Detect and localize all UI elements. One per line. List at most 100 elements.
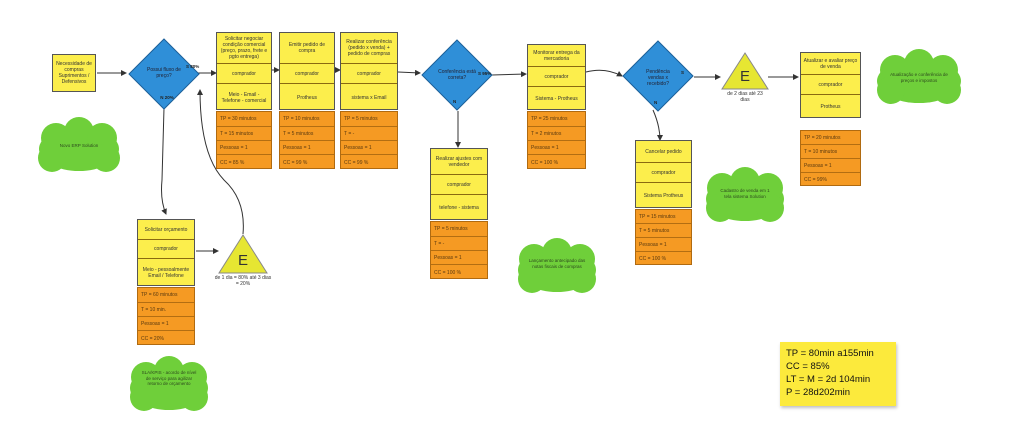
step-role: comprador: [280, 64, 334, 84]
step-method: Sistema Protheus: [643, 193, 684, 199]
metrics-cancel-order: TP = 15 minutos T = 5 minutos Pessoas = …: [635, 209, 692, 265]
decision1-yes-label: S 80%: [186, 64, 200, 69]
wait1-caption: de 1 dia = 80% até 3 dias = 20%: [214, 275, 272, 287]
metric-people: Pessoas = 1: [801, 159, 860, 173]
metric-tp: TP = 5 minutos: [431, 222, 487, 237]
step-role: comprador: [217, 64, 271, 84]
summary-lt: LT = M = 2d 104min: [786, 374, 871, 385]
inventory-letter: E: [739, 68, 750, 85]
metric-tp: TP = 60 minutos: [138, 288, 194, 303]
metric-tp: TP = 20 minutos: [801, 131, 860, 145]
decision-diamond-shape: [128, 38, 200, 110]
cloud-shape: [38, 117, 120, 172]
cloud-shape: [518, 238, 596, 293]
metric-people: Pessoas = 1: [636, 238, 691, 252]
inventory-wait-2: E: [721, 52, 769, 90]
metric-cc: CC = 85 %: [220, 159, 245, 166]
metrics-issue-order: TP = 10 minutos T = 5 minutos Pessoas = …: [279, 111, 335, 169]
metric-t: T = -: [341, 127, 397, 141]
cloud-text: SLA/KPIS - acordo de nível de serviço pa…: [141, 370, 197, 386]
decision-pending-sales: Pendência vendas x recebido?: [622, 40, 694, 112]
step-method: Meio - Email - Telefone - comercial: [221, 91, 267, 104]
metric-tp: TP = 30 minutos: [217, 112, 271, 127]
cloud-text: Atualização e conferência de preços e im…: [890, 72, 948, 83]
summary-p: P = 28d202min: [786, 387, 850, 398]
decision2-yes-label: S 95%: [478, 71, 492, 76]
metric-tp: TP = 10 minutos: [280, 112, 334, 127]
inventory-wait-1: E: [218, 234, 268, 274]
metrics-negotiate: TP = 30 minutos T = 15 minutos Pessoas =…: [216, 111, 272, 169]
decision1-no-label: N 20%: [160, 95, 174, 100]
kaizen-cloud-3: Lançamento antecipado das notas fiscais …: [512, 238, 602, 298]
cloud-text: Lançamento antecipado das notas fiscais …: [528, 258, 586, 269]
metric-cc: CC = 100 %: [639, 256, 667, 262]
metric-t: T = 2 minutos: [528, 127, 585, 141]
step-request-quote: Solicitar orçamento comprador Meio - pes…: [137, 219, 195, 286]
step-title: Solicitar negociar condição comercial (p…: [217, 33, 271, 64]
step-issue-order: Emitir pedido de compra comprador Prothe…: [279, 32, 335, 110]
summary-note: TP = 80min a155min CC = 85% LT = M = 2d …: [780, 342, 896, 406]
arrow-monitor-to-decision3: [585, 69, 623, 77]
step-role: comprador: [341, 64, 397, 84]
kaizen-cloud-4: Cadastro de venda em 1 tela sistema Solu…: [700, 166, 790, 228]
step-verify-order: Realizar conferência (pedido x venda) + …: [340, 32, 398, 110]
step-negotiate: Solicitar negociar condição comercial (p…: [216, 32, 272, 110]
arrow-wait1-to-negotiate: [197, 89, 244, 235]
arrow-decision3-to-cancel: [652, 109, 663, 141]
cloud-shape: [130, 356, 208, 411]
metric-t: T = 5 minutos: [636, 224, 691, 238]
step-monitor-delivery: Monitorar entrega da mercadoria comprado…: [527, 44, 586, 110]
inventory-triangle-shape: [218, 234, 268, 274]
wait2-caption: de 2 dias até 23 dias: [727, 91, 763, 103]
metrics-request-quote: TP = 60 minutos T = 10 min. Pessoas = 1 …: [137, 287, 195, 345]
decision-text: Pendência vendas x recebido?: [646, 69, 670, 87]
metric-cc: CC = 99 %: [344, 159, 369, 166]
step-role: comprador: [636, 163, 691, 183]
step-cancel-order: Cancelar pedido comprador Sistema Prothe…: [635, 140, 692, 208]
inventory-letter: E: [237, 252, 248, 269]
metric-people: Pessoas = 1: [528, 141, 585, 155]
start-text: Necessidade de compras Suprimentos / Def…: [56, 61, 92, 85]
cloud-shape: [877, 49, 961, 104]
cloud-text: Cadastro de venda em 1 tela sistema Solu…: [720, 188, 770, 199]
step-method: Sistema - Protheus: [535, 96, 578, 102]
metric-t: T = 10 minutos: [801, 145, 860, 159]
decision-text: Conferência está correta?: [438, 69, 476, 81]
metric-cc: CC = 99 %: [283, 159, 308, 166]
inventory-triangle-shape: [721, 52, 769, 90]
step-method: Protheus: [296, 94, 317, 101]
kaizen-cloud-2: SLA/KPIS - acordo de nível de serviço pa…: [124, 356, 214, 416]
step-method: telefone - sistema: [439, 205, 479, 211]
metric-cc: CC = 99%: [804, 177, 827, 183]
arrow-decision2-to-monitor: [491, 71, 527, 78]
step-method: Meio - pessoalmente Email / Telefone: [142, 267, 190, 279]
metric-people: Pessoas = 1: [217, 141, 271, 155]
summary-tp: TP = 80min a155min: [786, 348, 874, 359]
step-role: comprador: [138, 240, 194, 259]
decision-text: Possui fluxo de preço?: [147, 67, 181, 79]
step-title: Cancelar pedido: [636, 141, 691, 163]
metrics-adjust-seller: TP = 5 minutos T = - Pessoas = 1 CC = 10…: [430, 221, 488, 279]
metric-t: T = 5 minutos: [280, 127, 334, 141]
metric-t: T = 10 min.: [138, 303, 194, 317]
cloud-shape: [706, 167, 784, 222]
kaizen-cloud-5: Atualização e conferência de preços e im…: [870, 48, 968, 110]
arrow-decision1-to-quote: [161, 107, 167, 215]
step-role: comprador: [431, 175, 487, 195]
metric-tp: TP = 25 minutos: [528, 112, 585, 127]
metrics-update-price: TP = 20 minutos T = 10 minutos Pessoas =…: [800, 130, 861, 186]
cloud-text: Novo ERP Solution: [59, 143, 99, 148]
decision-diamond-shape: [622, 40, 694, 112]
step-title: Solicitar orçamento: [138, 220, 194, 240]
decision3-no-label: N: [654, 100, 658, 105]
kaizen-cloud-1: Novo ERP Solution: [32, 116, 126, 178]
decision2-no-label: N: [453, 99, 457, 104]
step-title: Emitir pedido de compra: [280, 33, 334, 64]
summary-cc: CC = 85%: [786, 361, 830, 372]
metric-tp: TP = 5 minutos: [341, 112, 397, 127]
decision-price-flow: Possui fluxo de preço?: [128, 38, 200, 110]
arrow-verify-to-decision2: [397, 69, 421, 76]
metric-cc: CC = 20%: [141, 335, 164, 342]
